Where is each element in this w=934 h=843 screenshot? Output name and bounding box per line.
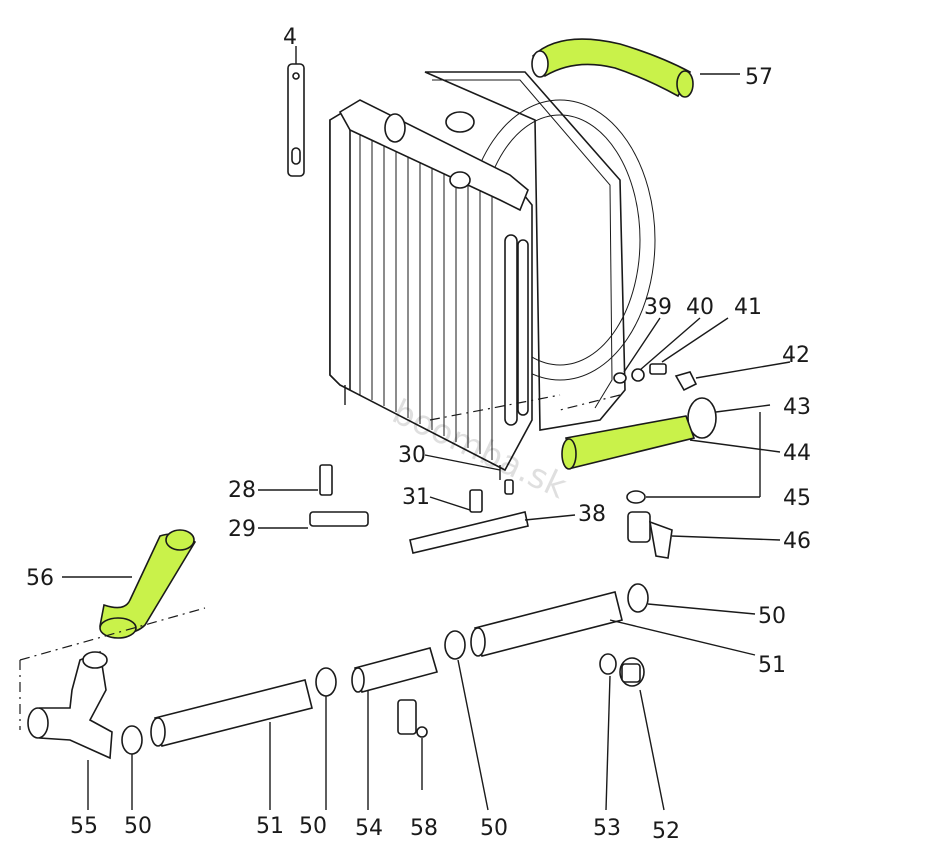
part-56-elbow-hose [62,529,197,639]
label-56: 56 [26,566,54,591]
label-54: 54 [355,816,383,841]
part-4-bracket [287,46,305,177]
label-31: 31 [402,485,430,510]
fan-shroud [424,71,656,431]
part-55-y-pipe [27,650,113,810]
label-53: 53 [593,816,621,841]
part-52-53-plug [599,653,665,811]
label-38: 38 [578,502,606,527]
label-41: 41 [734,295,762,320]
fittings-39-42 [613,317,791,392]
label-28: 28 [228,478,256,503]
label-46: 46 [783,529,811,554]
label-30: 30 [398,443,426,468]
label-52: 52 [652,819,680,843]
part-45-46-valve [626,412,781,559]
radiator-fins [359,125,493,460]
label-42: 42 [782,343,810,368]
label-50: 50 [758,604,786,629]
assembly-center-lines [19,394,621,730]
mounting-hardware [258,454,576,554]
label-50: 50 [480,816,508,841]
callout-labels: 4 57 39 40 41 42 43 44 45 46 30 31 38 28… [26,25,811,843]
part-54-tee-pipe [351,647,438,810]
part-58-tap [397,699,428,790]
part-57-upper-hose [531,38,740,98]
label-51: 51 [256,814,284,839]
label-51: 51 [758,653,786,678]
label-50: 50 [299,814,327,839]
label-43: 43 [783,395,811,420]
label-39: 39 [644,295,672,320]
label-4: 4 [283,25,297,50]
label-50: 50 [124,814,152,839]
pipes-51 [150,591,756,810]
label-55: 55 [70,814,98,839]
label-58: 58 [410,816,438,841]
label-44: 44 [783,441,811,466]
label-45: 45 [783,486,811,511]
radiator [329,99,533,480]
part-44-lower-hose [561,415,781,470]
clamps-50 [121,583,756,811]
part-43-clamp [687,397,771,439]
label-29: 29 [228,517,256,542]
label-40: 40 [686,295,714,320]
label-57: 57 [745,65,773,90]
